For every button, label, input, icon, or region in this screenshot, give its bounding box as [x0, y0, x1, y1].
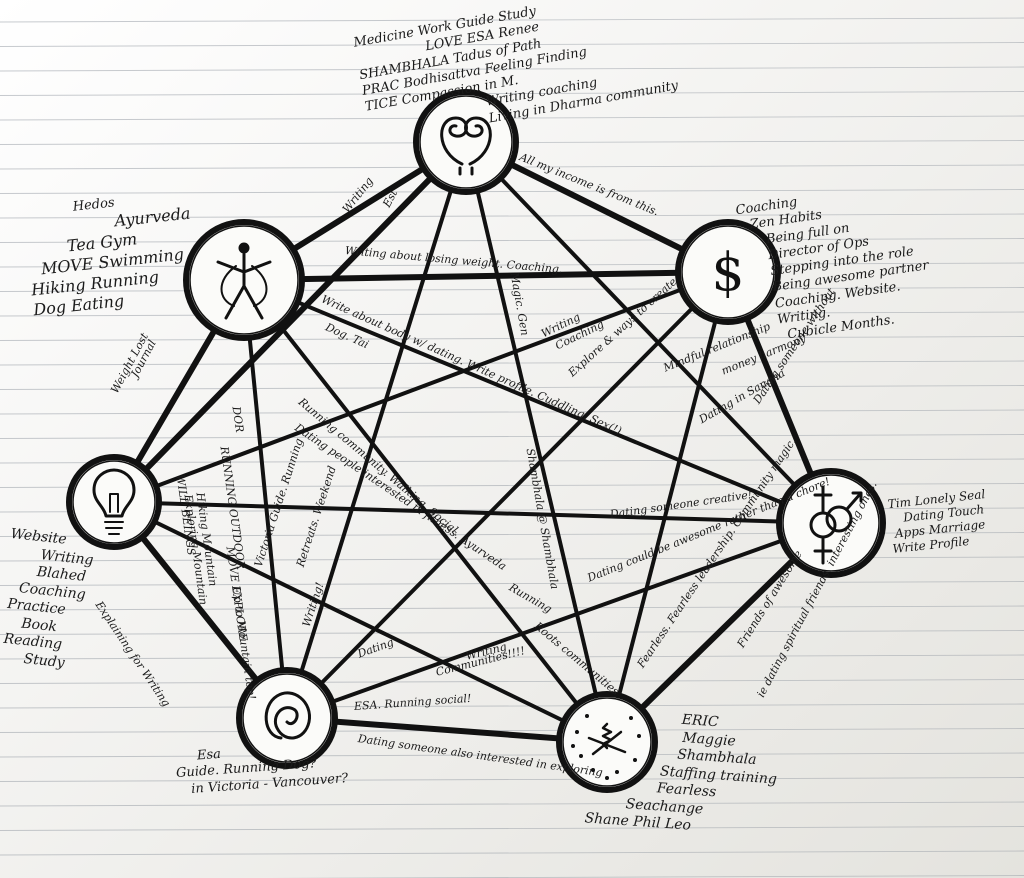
- ruled-line: [0, 703, 1024, 709]
- ruled-line: [0, 238, 1024, 243]
- ruled-line: [0, 17, 1024, 23]
- node-circle: [66, 454, 162, 550]
- dot: [633, 758, 637, 762]
- edge-money-body: [241, 269, 731, 283]
- node-romance: [776, 468, 886, 578]
- edge-body-romance: [242, 278, 833, 525]
- dot: [629, 716, 633, 720]
- edge-mind-romance: [112, 500, 833, 525]
- edge-mind-friends: [112, 500, 609, 744]
- edge-money-mind: [112, 270, 730, 504]
- starburst-icon: [571, 714, 641, 780]
- edge-family-friends: [284, 715, 610, 745]
- dollar-icon: $: [711, 243, 744, 303]
- dot: [591, 768, 595, 772]
- spiral-icon: [264, 691, 311, 740]
- node-circle: [236, 667, 338, 769]
- dot: [637, 734, 641, 738]
- node-body: [183, 219, 305, 341]
- ruled-line: [0, 91, 1024, 96]
- mind-notes: Website Writing Blahed Coaching Practice…: [0, 526, 96, 674]
- edge-body-family: [242, 278, 289, 720]
- ruled-line: [0, 458, 1024, 464]
- dot: [575, 730, 579, 734]
- ruled-line: [0, 826, 1024, 831]
- node-mind: [66, 454, 162, 550]
- edge-money-family: [285, 270, 730, 720]
- edge-spirit-friends: [464, 140, 609, 744]
- friends-notes: ERIC Maggie Shambhala Staffing training …: [584, 706, 781, 841]
- node-friends: [556, 691, 658, 793]
- dot: [579, 754, 583, 758]
- vortex-icon: [440, 116, 492, 176]
- dot: [585, 714, 589, 718]
- dot: [615, 770, 619, 774]
- ruled-line: [0, 66, 1024, 72]
- node-spirit: [413, 89, 519, 195]
- ruled-line: [0, 728, 1024, 733]
- node-circle: [413, 89, 519, 195]
- ruled-line: [0, 213, 1024, 219]
- dot: [605, 776, 609, 780]
- body-notes: Hedos Ayurveda Tea Gym MOVE Swimming Hik…: [22, 188, 199, 321]
- ruled-line: [0, 605, 1024, 611]
- node-family: [236, 667, 338, 769]
- ruled-line: [0, 679, 1024, 684]
- dot: [571, 744, 575, 748]
- node-circles: $: [66, 89, 886, 793]
- ruled-line: [0, 434, 1024, 439]
- node-money: $: [675, 219, 781, 325]
- ruled-line: [0, 801, 1024, 807]
- ruled-line: [0, 630, 1024, 635]
- ruled-line: [0, 385, 1024, 390]
- ruled-line: [0, 42, 1024, 47]
- node-circle: [675, 219, 781, 325]
- edge-spirit-mind: [111, 139, 469, 505]
- ruled-line: [0, 654, 1024, 660]
- stick-figure-icon: [216, 242, 272, 320]
- ruled-line: [0, 752, 1024, 758]
- edge-money-friends: [605, 270, 730, 744]
- ruled-line: [0, 360, 1024, 366]
- ruled-line: [0, 409, 1024, 415]
- ruled-line: [0, 777, 1024, 782]
- ruled-line: [0, 287, 1024, 292]
- dollar-glyph: $: [711, 243, 744, 303]
- lightbulb-icon: [92, 468, 136, 535]
- ruled-line: [0, 850, 1024, 856]
- ruled-line: [0, 262, 1024, 268]
- edge-spirit-family: [285, 140, 468, 720]
- ruled-line: [0, 581, 1024, 586]
- edge-family-romance: [285, 521, 833, 720]
- edge-spirit-romance: [464, 140, 833, 525]
- ruled-line: [0, 311, 1024, 317]
- gender-symbols-icon: [809, 485, 863, 565]
- romance-notes: Tim Lonely Seal Dating Touch Apps Marria…: [887, 487, 991, 557]
